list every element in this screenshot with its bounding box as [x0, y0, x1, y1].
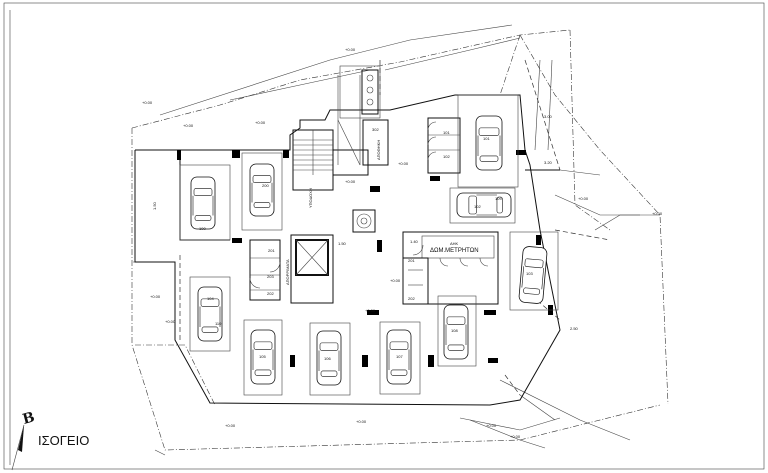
svg-text:1.40: 1.40: [410, 239, 419, 244]
svg-text:+0.00: +0.00: [345, 179, 356, 184]
car-icon: [197, 286, 223, 342]
svg-text:+0.00: +0.00: [255, 120, 266, 125]
dimensions: 1.50 1.40 3.00 3.20 2.50 1.50: [152, 114, 579, 331]
site-lines: [9, 10, 660, 465]
parking-space-outlines: [179, 94, 559, 396]
svg-text:+0.00: +0.00: [578, 196, 589, 201]
columns: [177, 150, 553, 367]
meter-room: ΑΗΚ ΔΩΜ.ΜΕΤΡΗΤΩΝ: [402, 231, 499, 305]
parking-label: 200: [262, 183, 269, 188]
car-icon: [316, 330, 342, 386]
svg-text:+0.00: +0.00: [398, 161, 409, 166]
parking-label: 105: [259, 354, 266, 359]
room-number: 202: [267, 291, 274, 296]
north-letter: B: [21, 409, 37, 428]
room-number: 202: [408, 296, 415, 301]
cars-layer: [190, 115, 548, 386]
north-arrow-icon: [18, 425, 24, 452]
room-number: 102: [443, 154, 450, 159]
storage-room: [427, 117, 461, 174]
svg-text:1.50: 1.50: [338, 241, 347, 246]
svg-text:2.50: 2.50: [570, 326, 579, 331]
north-arrow: B: [11, 409, 37, 471]
svg-text:+0.00: +0.00: [150, 294, 161, 299]
meter-room-label: ΔΩΜ.ΜΕΤΡΗΤΩΝ: [430, 248, 479, 254]
svg-text:+0.00: +0.00: [345, 47, 356, 52]
svg-text:+0.00: +0.00: [165, 319, 176, 324]
svg-text:+0.00: +0.00: [183, 123, 194, 128]
car-icon: [386, 329, 412, 385]
plot-boundary: [131, 29, 669, 451]
parking-label: 101: [483, 136, 490, 141]
svg-text:1.50: 1.50: [152, 201, 157, 210]
parking-label: 104: [207, 296, 214, 301]
parking-label: 103: [526, 271, 533, 276]
svg-text:+0.00: +0.00: [510, 434, 521, 439]
car-icon: [475, 115, 503, 171]
svg-text:+0.00: +0.00: [390, 278, 401, 283]
svg-text:+0.00: +0.00: [142, 100, 153, 105]
parking-label: 102: [474, 204, 481, 209]
room-number: 302: [372, 127, 379, 132]
svg-text:3.20: 3.20: [544, 160, 553, 165]
car-icon: [518, 246, 548, 304]
drawing-title: ΙΣΟΓΕΙΟ: [38, 433, 89, 448]
parking-label: 100: [199, 226, 206, 231]
drawing-frame: [3, 2, 765, 470]
room-number: 201: [268, 248, 275, 253]
car-icon: [250, 329, 276, 385]
car-icon: [249, 163, 275, 217]
storage-label: ΑΠΟΘΗΚΗ: [376, 140, 381, 160]
car-icon: [456, 192, 512, 218]
svg-text:3.00: 3.00: [544, 114, 553, 119]
parking-label: 110: [215, 321, 222, 326]
level-marks: +0.00 +0.00 +0.00 +0.00 +0.00 +0.00 +0.0…: [142, 47, 663, 439]
svg-text:+0.00: +0.00: [486, 423, 497, 428]
waste-label: ΑΠΟΡΡΙΜΑΤΑ: [285, 259, 290, 285]
room-number: 203: [267, 274, 274, 279]
parking-label: 108: [451, 328, 458, 333]
room-number: 201: [408, 258, 415, 263]
parking-label: 109: [495, 196, 502, 201]
core: [249, 65, 389, 304]
svg-text:+0.00: +0.00: [356, 419, 367, 424]
elevator-shaft: [295, 239, 329, 276]
car-icon: [443, 304, 469, 360]
room-number: 101: [443, 130, 450, 135]
svg-text:+0.00: +0.00: [652, 211, 663, 216]
parking-label: 106: [324, 356, 331, 361]
svg-text:+0.00: +0.00: [365, 308, 376, 313]
svg-text:+0.00: +0.00: [225, 423, 236, 428]
parking-label: 107: [396, 354, 403, 359]
car-icon: [190, 176, 216, 230]
reception-label: ΥΠΟΔΟΧΗ: [308, 188, 313, 208]
ahk-label: ΑΗΚ: [450, 241, 459, 246]
dashed-lines: [179, 59, 611, 396]
